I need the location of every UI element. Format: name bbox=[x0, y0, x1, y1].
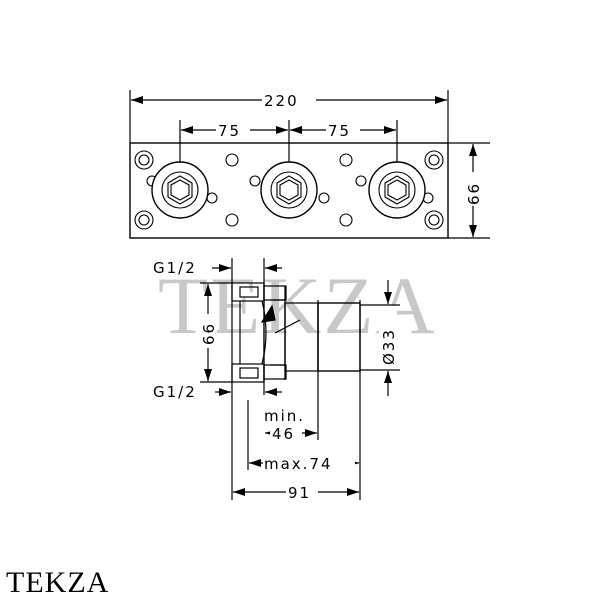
min-label: min. bbox=[264, 407, 305, 425]
thread-bottom-label: G1/2 bbox=[153, 383, 197, 401]
thread-top-label: G1/2 bbox=[153, 259, 197, 277]
brand-label: TEKZA bbox=[6, 566, 110, 599]
dim-66-front-label: 66 bbox=[465, 182, 483, 205]
min-value-label: 46 bbox=[272, 425, 295, 443]
dim-75-right-label: 75 bbox=[328, 122, 351, 140]
valve-center bbox=[260, 161, 318, 219]
depth-label: 91 bbox=[288, 484, 311, 502]
max-value-label: max.74 bbox=[264, 455, 333, 473]
dim-75-left-label: 75 bbox=[218, 122, 241, 140]
corner-hole-bottom-right bbox=[424, 210, 444, 230]
plate-details bbox=[134, 150, 444, 230]
valve-right bbox=[368, 161, 426, 219]
corner-hole-bottom-left bbox=[134, 210, 154, 230]
valve-left bbox=[151, 161, 209, 219]
diameter-label: Ø33 bbox=[380, 328, 398, 365]
corner-hole-top-right bbox=[424, 150, 444, 170]
corner-hole-top-left bbox=[134, 150, 154, 170]
dim-220-label: 220 bbox=[264, 92, 299, 110]
dim-66-side-label: 66 bbox=[200, 322, 218, 345]
